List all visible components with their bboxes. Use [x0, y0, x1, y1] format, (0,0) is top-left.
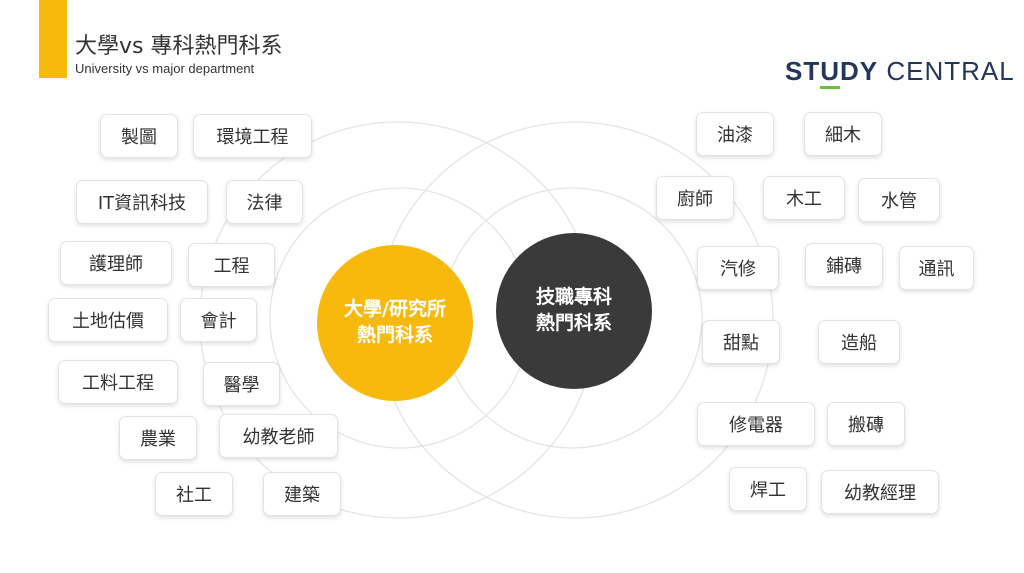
vocational-hub: 技職專科 熱門科系: [496, 233, 652, 389]
vocational-major-tag: 搬磚: [827, 402, 905, 446]
university-hub: 大學/研究所 熱門科系: [317, 245, 473, 401]
vocational-major-tag: 幼教經理: [821, 470, 939, 514]
vocational-major-tag: 細木: [804, 112, 882, 156]
university-major-tag: 護理師: [60, 241, 172, 285]
university-major-tag: 製圖: [100, 114, 178, 158]
vocational-major-tag: 汽修: [697, 246, 779, 290]
university-major-tag: 農業: [119, 416, 197, 460]
university-major-tag: 醫學: [203, 362, 280, 406]
university-major-tag: 環境工程: [193, 114, 312, 158]
vocational-major-tag: 廚師: [656, 176, 734, 220]
university-major-tag: 建築: [263, 472, 341, 516]
vocational-major-tag: 油漆: [696, 112, 774, 156]
university-major-tag: 工料工程: [58, 360, 178, 404]
vocational-major-tag: 焊工: [729, 467, 807, 511]
vocational-major-tag: 修電器: [697, 402, 815, 446]
accent-bar: [39, 0, 67, 78]
university-major-tag: 工程: [188, 243, 275, 287]
university-major-tag: 法律: [226, 180, 303, 224]
vocational-major-tag: 甜點: [702, 320, 780, 364]
university-major-tag: 社工: [155, 472, 233, 516]
vocational-major-tag: 木工: [763, 176, 845, 220]
vocational-major-tag: 造船: [818, 320, 900, 364]
vocational-major-tag: 鋪磚: [805, 243, 883, 287]
vocational-major-tag: 通訊: [899, 246, 974, 290]
university-major-tag: 幼教老師: [219, 414, 338, 458]
page-title: 大學vs 專科熱門科系: [75, 34, 283, 59]
study-central-logo: STUDY CENTRAL: [785, 56, 1015, 89]
page-subtitle: University vs major department: [75, 61, 255, 76]
university-major-tag: 土地估價: [48, 298, 168, 342]
vocational-major-tag: 水管: [858, 178, 940, 222]
university-major-tag: 會計: [180, 298, 257, 342]
university-major-tag: IT資訊科技: [76, 180, 208, 224]
